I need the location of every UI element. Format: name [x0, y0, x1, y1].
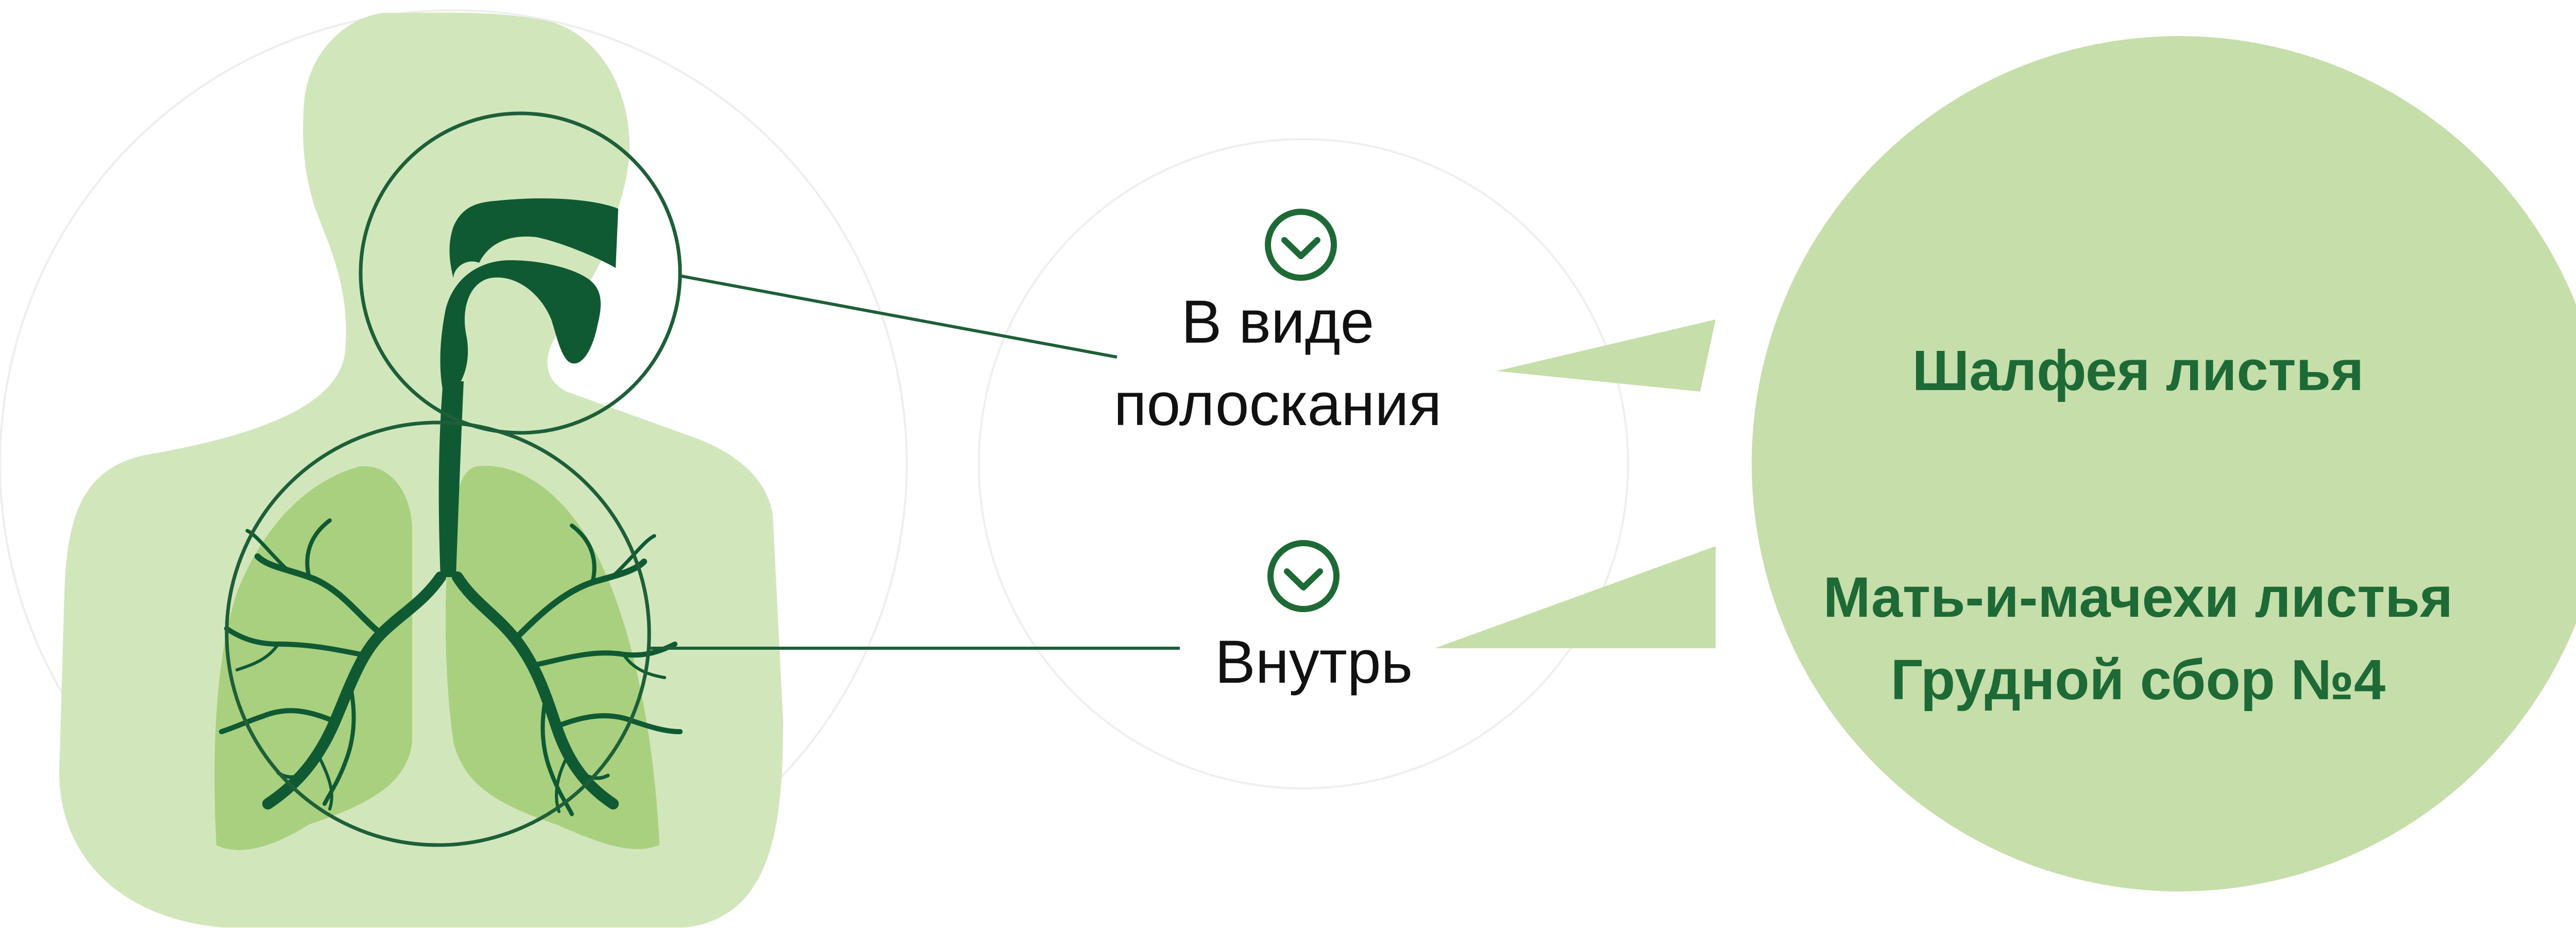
lungs-zoom-circle	[225, 420, 651, 847]
method-label-line: В виде	[1181, 288, 1375, 356]
method-label-line: полоскания	[1113, 370, 1442, 439]
connector-throat	[679, 274, 1117, 359]
remedies-bubble	[1435, 36, 2576, 891]
remedy-internal-list: Мать-и-мачехи листья Грудной сбор №4	[1741, 556, 2535, 721]
check-circle-icon	[1265, 209, 1337, 281]
bronchial-tree	[219, 518, 683, 816]
method-label-gargle: В виде полоскания	[1072, 281, 1484, 446]
method-label-line: Внутрь	[1214, 628, 1413, 696]
airway-pharynx	[440, 260, 601, 392]
middle-background-circle	[978, 138, 1629, 789]
remedy-gargle-list: Шалфея листья	[1741, 330, 2535, 412]
check-circle-icon	[1267, 540, 1340, 612]
throat-zoom-circle	[359, 111, 682, 435]
remedy-item: Шалфея листья	[1912, 339, 2364, 402]
method-label-internal: Внутрь	[1108, 621, 1520, 703]
remedy-item: Грудной сбор №4	[1890, 648, 2386, 712]
right-lung	[446, 465, 659, 849]
trachea	[438, 381, 464, 577]
airway-nasal-cavity	[449, 198, 618, 278]
remedy-item: Мать-и-мачехи листья	[1823, 566, 2453, 629]
